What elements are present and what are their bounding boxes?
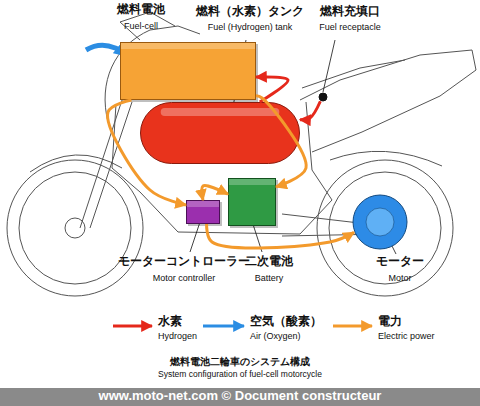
part-label: モーターコントローラー bbox=[109, 255, 259, 269]
hydrogen-flow-arrow bbox=[256, 77, 288, 102]
leader-line bbox=[190, 222, 200, 252]
watermark-bar bbox=[0, 388, 480, 406]
part-label-english: Fuel (Hydrogen) tank bbox=[185, 22, 315, 32]
hydrogen-flow-arrow bbox=[300, 101, 320, 119]
power-flow-arrow bbox=[256, 96, 306, 187]
front-tire bbox=[7, 160, 143, 296]
front-rim bbox=[19, 172, 131, 284]
part-label: 燃料充填口 bbox=[316, 5, 384, 19]
motor-circle-hub bbox=[366, 208, 394, 236]
hydrogen-tank: 燃料（水素）タンクFuel (Hydrogen) tank bbox=[140, 102, 300, 164]
frame bbox=[112, 102, 332, 234]
part-label-english: Fuel-cell bbox=[101, 21, 181, 31]
part-label: 二次電池 bbox=[229, 255, 309, 269]
rear-tire bbox=[317, 160, 453, 296]
legend-arrow bbox=[333, 325, 372, 328]
front-fender bbox=[30, 155, 122, 172]
part-label-english: Motor controller bbox=[109, 273, 259, 283]
fuel-receptacle-outline bbox=[318, 92, 328, 102]
part-label-english: Battery bbox=[229, 273, 309, 283]
legend-label: 水素 bbox=[158, 315, 248, 329]
fuel-cell-box: 燃料電池Fuel-cell bbox=[120, 42, 256, 100]
motor-circle-shape bbox=[353, 195, 407, 249]
leader-line bbox=[323, 40, 335, 92]
legend-label: 空気（酸素） bbox=[250, 315, 340, 329]
caption: 燃料電池二輪車のシステム構成 bbox=[0, 356, 480, 368]
hydrogen-tank-outline bbox=[140, 102, 300, 164]
connectors bbox=[108, 77, 354, 248]
watermark: www.moto-net.com © Document constructeur bbox=[0, 389, 480, 404]
power-flow-arrow bbox=[108, 100, 186, 205]
power-flow-arrow bbox=[207, 224, 354, 248]
fuel-receptacle-shape bbox=[319, 93, 327, 101]
tail-cowl bbox=[300, 50, 476, 152]
bike-outline bbox=[7, 12, 476, 296]
part-label: 燃料（水素）タンク bbox=[185, 5, 315, 19]
legend-english: Electric power bbox=[378, 331, 468, 341]
front-fork bbox=[90, 102, 132, 228]
part-label: モーター bbox=[360, 255, 440, 269]
legend-samples bbox=[113, 326, 372, 327]
power-flow-arrow bbox=[202, 186, 228, 200]
seat bbox=[302, 60, 405, 88]
legend-label: 電力 bbox=[378, 315, 468, 329]
battery-box: 二次電池Battery bbox=[228, 178, 276, 226]
legend-english: Hydrogen bbox=[158, 331, 218, 341]
rear-fender bbox=[330, 151, 442, 166]
legend-english: Air (Oxygen) bbox=[250, 331, 330, 341]
hydrogen-tank-highlight bbox=[161, 108, 280, 116]
fuel-receptacle: 燃料充填口Fuel receptacle bbox=[318, 92, 328, 102]
part-label: 燃料電池 bbox=[101, 3, 181, 17]
hydrogen-tank-shape bbox=[141, 103, 300, 164]
motor-controller-box: モーターコントローラーMotor controller bbox=[186, 200, 220, 224]
motor-circle-outline bbox=[352, 194, 408, 250]
motor-circle: モーターMotor bbox=[352, 194, 408, 250]
caption-english: System configuration of fuel-cell motorc… bbox=[0, 370, 480, 380]
legend-arrow bbox=[203, 325, 244, 328]
rear-rim bbox=[329, 172, 441, 284]
part-label-english: Fuel receptacle bbox=[316, 22, 384, 32]
legend-arrow bbox=[113, 325, 152, 328]
part-label-english: Motor bbox=[360, 273, 440, 283]
